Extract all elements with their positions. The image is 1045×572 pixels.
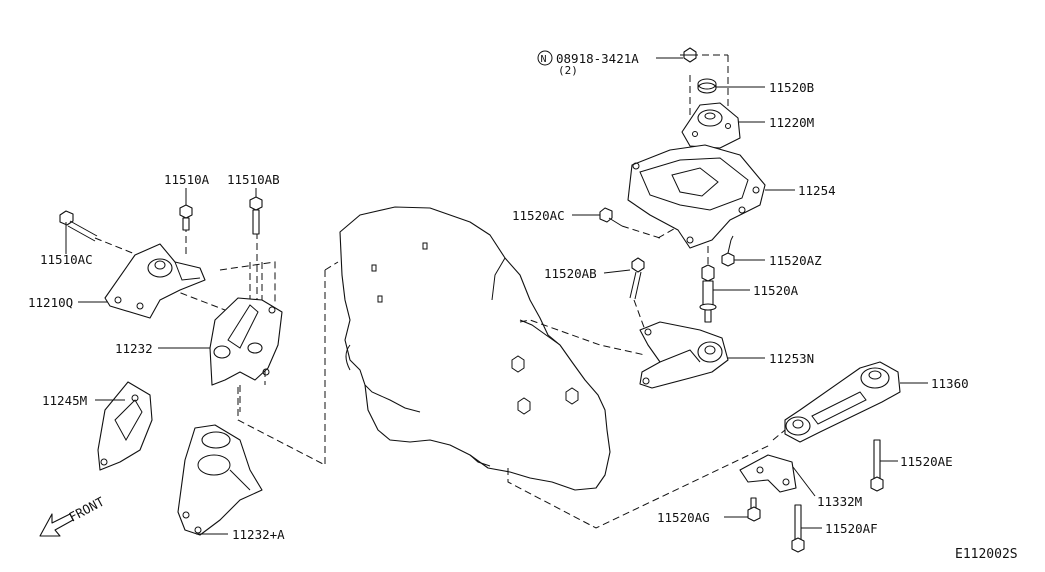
washer-11520b [697,78,717,94]
label-11520ae: 11520AE [900,454,953,469]
label-11510ac: 11510AC [40,252,93,267]
engine-block [339,206,611,491]
label-11520az: 11520AZ [769,253,822,268]
insulator-11210q [104,243,206,319]
bolt-11520af [791,504,805,553]
stud-11520ab [629,257,645,300]
assembly-dashed-lines [94,54,786,529]
bracket-11232 [209,297,283,386]
label-11520ag: 11520AG [657,510,710,525]
label-11520a: 11520A [753,283,799,298]
stud-11520a [699,264,717,323]
label-11232a: 11232+A [232,527,285,542]
label-11210q: 11210Q [28,295,73,310]
insulator-11220m [681,102,741,149]
bracket-11332m [739,454,797,493]
torque-rod-11360 [784,361,901,443]
bolt-11510a [179,204,193,231]
label-08918-3421a: 08918-3421A [556,51,639,66]
label-11520ab: 11520AB [544,266,597,281]
label-11245m: 11245M [42,393,87,408]
diagram-code: E112002S [955,547,1018,562]
bolt-11510ac [59,210,98,242]
bolt-11520ag [747,497,761,522]
label-n-marker: N [541,54,547,65]
bracket-11245m [97,381,153,471]
front-arrow-icon [39,513,74,537]
label-11360: 11360 [931,376,969,391]
label-11253n: 11253N [769,351,814,366]
bolt-11520ae [870,439,884,492]
label-11520b: 11520B [769,80,814,95]
bracket-11254 [627,144,766,249]
n-marker-icon [537,50,553,66]
label-11520ac: 11520AC [512,208,565,223]
label-11520af: 11520AF [825,521,878,536]
bolt-11520ac [599,207,623,227]
label-11220m: 11220M [769,115,814,130]
label-11332m: 11332M [817,494,862,509]
part-labels: N 08918-3421A (2) 11520B 11220M 11254 11… [28,50,1018,562]
bolt-11510ab [249,196,263,235]
front-label: FRONT [66,494,107,525]
nut-08918 [683,47,697,63]
leader-lines [65,57,928,535]
label-11232: 11232 [115,341,153,356]
label-11510a: 11510A [164,172,210,187]
bracket-11253n [639,321,729,389]
label-11254: 11254 [798,183,836,198]
mount-11232a [177,424,263,536]
bolt-11520az [721,235,735,267]
label-08918-qty: (2) [558,64,578,77]
label-11510ab: 11510AB [227,172,280,187]
